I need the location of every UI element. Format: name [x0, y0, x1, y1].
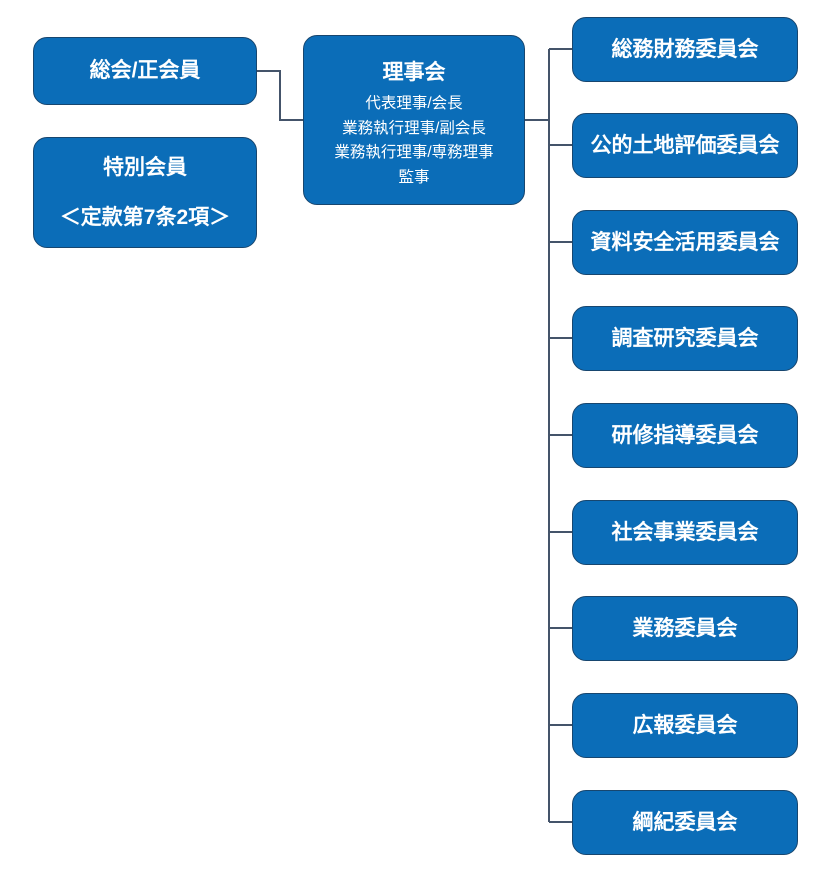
- node-committee: 調査研究委員会: [572, 306, 798, 371]
- special-member-article: ＜定款第7条2項＞: [59, 206, 231, 229]
- connector-assembly-to-board: [257, 70, 303, 121]
- node-committee: 資料安全活用委員会: [572, 210, 798, 275]
- node-committee: 総務財務委員会: [572, 17, 798, 82]
- committee-label: 総務財務委員会: [611, 37, 759, 61]
- node-general-assembly: 総会/正会員: [33, 37, 257, 105]
- board-member: 業務執行理事/副会長: [342, 119, 486, 137]
- committee-label: 資料安全活用委員会: [590, 230, 780, 254]
- node-committee: 社会事業委員会: [572, 500, 798, 565]
- board-member: 業務執行理事/専務理事: [334, 144, 494, 161]
- node-special-member: 特別会員 ＜定款第7条2項＞: [33, 137, 257, 248]
- node-board-of-directors: 理事会 代表理事/会長 業務執行理事/副会長 業務執行理事/専務理事 監事: [303, 35, 525, 205]
- connector-stubs: [549, 48, 572, 823]
- special-member-label: 特別会員: [103, 155, 187, 179]
- board-member: 代表理事/会長: [365, 95, 463, 112]
- node-committee: 綱紀委員会: [572, 790, 798, 855]
- node-committee: 研修指導委員会: [572, 403, 798, 468]
- committee-label: 研修指導委員会: [611, 423, 759, 447]
- committee-label: 公的土地評価委員会: [590, 133, 780, 157]
- committee-label: 綱紀委員会: [632, 810, 738, 834]
- board-member: 監事: [398, 168, 430, 186]
- committee-label: 業務委員会: [632, 616, 738, 640]
- committee-label: 社会事業委員会: [611, 520, 759, 544]
- committee-label: 調査研究委員会: [611, 326, 759, 350]
- node-committee: 公的土地評価委員会: [572, 113, 798, 178]
- node-committee: 広報委員会: [572, 693, 798, 758]
- general-assembly-label: 総会/正会員: [89, 59, 201, 83]
- node-committee: 業務委員会: [572, 596, 798, 661]
- committee-label: 広報委員会: [632, 713, 738, 737]
- board-title: 理事会: [382, 61, 446, 84]
